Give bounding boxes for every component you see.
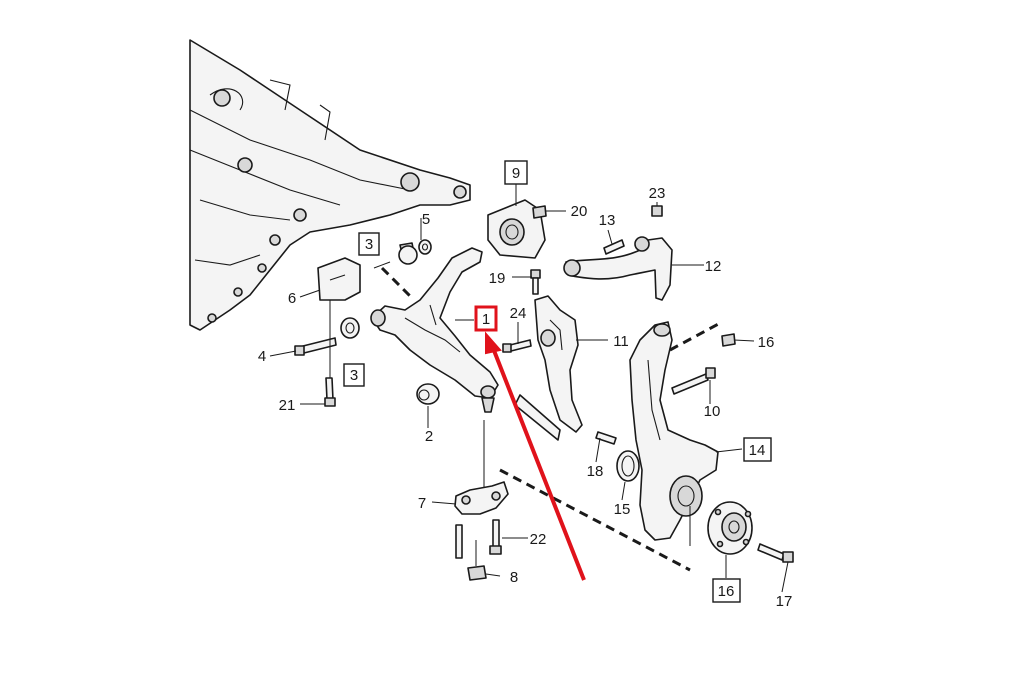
callout-4: 4 [258,348,266,365]
bolt-part-10 [671,367,716,395]
bushing-part-2 [416,383,440,405]
callout-7: 7 [418,495,426,512]
front-subframe [189,39,471,331]
callout-3a: 3 [365,236,373,253]
wheel-hub-part-17 [707,501,753,555]
bushing-part-3-upper [398,242,418,265]
callout-13: 13 [599,212,616,229]
callout-2: 2 [425,428,433,445]
callout-3b: 3 [350,367,358,384]
bolt-part-4 [294,337,337,356]
callout-box-14 [743,437,772,462]
callout-19: 18 [587,463,604,480]
bushing-bracket-part-9 [487,199,546,259]
abs-ring-part-15 [616,450,640,482]
nut-part-8 [467,565,487,581]
bolt-part-7-lower [455,524,463,559]
callout-11: 11 [613,333,629,350]
bushing-part-3-lower [340,317,360,339]
callout-12: 12 [705,258,722,275]
callout-box-1 [474,305,498,332]
nut-part-21 [532,205,547,219]
callout-box-9 [504,160,528,185]
callout-1: 1 [482,311,490,328]
callout-17: 16 [718,583,735,600]
callout-25: 24 [510,305,527,322]
callout-5: 5 [422,211,430,228]
nut-part-24 [651,205,663,217]
callout-18: 17 [776,593,793,610]
bolt-part-19 [595,431,617,445]
callout-box-17 [712,578,741,603]
callout-16: 16 [758,334,775,351]
bolt-part-22 [324,377,336,407]
lower-control-arm-part-1 [370,247,499,413]
bolt-part-13 [603,239,625,255]
callout-10: 10 [704,403,721,420]
callout-22: 21 [279,397,296,414]
callout-8: 8 [510,569,518,586]
nut-part-16 [721,333,736,347]
assembly-dashed-lines [380,266,723,572]
callout-labels: 1 2 3 3 4 5 6 7 8 9 10 11 12 13 14 15 16… [258,160,793,610]
callout-9: 9 [512,165,520,182]
bracket-part-7 [454,481,509,515]
bolt-part-23 [489,519,502,555]
callout-15: 15 [614,501,631,518]
washer-part-5 [418,239,432,255]
leader-lines [269,184,789,593]
link-rod [514,394,561,441]
bracket-part-6 [317,257,361,301]
bracket-part-11 [534,295,583,433]
callout-21: 20 [571,203,588,220]
highlight-arrow [485,331,586,581]
callout-box-3b [343,363,365,387]
bolt-part-20 [530,269,541,295]
callout-20: 19 [489,270,506,287]
upper-control-arm-part-12 [563,236,673,301]
steering-knuckle-part-14 [629,321,719,541]
callout-6: 6 [288,290,296,307]
bolt-part-18 [757,543,794,563]
callout-23: 22 [530,531,547,548]
callout-24: 23 [649,185,666,202]
bolt-part-25 [502,339,532,353]
callout-box-3a [358,232,380,256]
callout-14: 14 [749,442,766,459]
